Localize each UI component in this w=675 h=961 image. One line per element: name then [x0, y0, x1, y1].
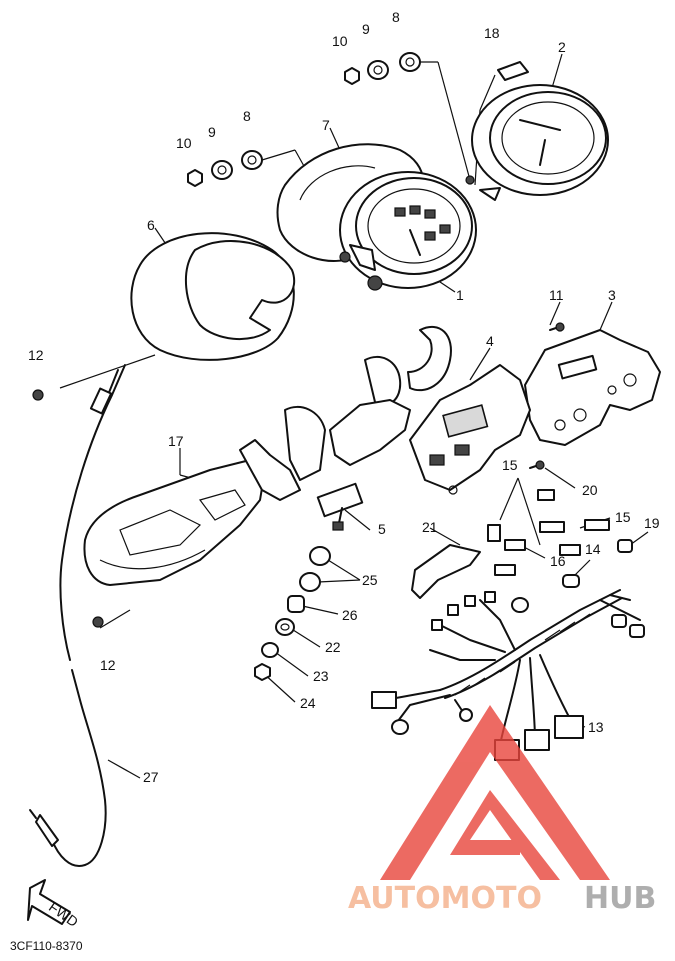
callout-18: 18	[484, 25, 500, 41]
small-parts-rubbers	[254, 546, 331, 681]
callout-15-left: 15	[502, 457, 518, 473]
callout-20: 20	[582, 482, 598, 498]
callout-9-lower: 9	[208, 124, 216, 140]
watermark-triangle-icon	[380, 705, 610, 880]
small-parts-bulbs	[487, 460, 633, 588]
callout-25: 25	[362, 572, 378, 588]
callout-10-upper: 10	[332, 33, 348, 49]
callout-15-right: 15	[615, 509, 631, 525]
watermark-text-auto: AUTOMOTO	[348, 881, 542, 916]
callout-27: 27	[143, 769, 159, 785]
callout-11: 11	[549, 287, 564, 303]
callout-2: 2	[558, 39, 566, 55]
callout-9-upper: 9	[362, 21, 370, 37]
callout-8-lower: 8	[243, 108, 251, 124]
callout-16: 16	[550, 553, 566, 569]
part-cover-6	[130, 232, 296, 361]
watermark-triangle-inner-icon	[450, 790, 560, 880]
callout-6: 6	[147, 217, 155, 233]
callout-21: 21	[422, 519, 438, 535]
part-clip-18	[497, 61, 529, 81]
part-bracket-3	[524, 329, 661, 446]
callout-22: 22	[325, 639, 341, 655]
callout-3: 3	[608, 287, 616, 303]
callout-1: 1	[456, 287, 464, 303]
part-screws-12	[32, 389, 104, 628]
part-tachometer-2	[465, 84, 609, 201]
callout-19: 19	[644, 515, 660, 531]
watermark-text-hub: HUB	[584, 881, 656, 916]
part-screw-11	[549, 322, 565, 332]
callout-24: 24	[300, 695, 316, 711]
fwd-direction-arrow: FWD	[27, 879, 81, 930]
callout-4: 4	[486, 333, 494, 349]
fwd-label: FWD	[46, 899, 81, 930]
part-cable-27	[29, 364, 126, 867]
part-housing-17	[83, 399, 411, 586]
callout-5: 5	[378, 521, 386, 537]
part-speedometer-1	[339, 171, 477, 291]
washers-lower	[187, 150, 263, 187]
callout-12-upper: 12	[28, 347, 44, 363]
callout-14: 14	[585, 541, 601, 557]
washers-upper	[344, 52, 421, 85]
part-bracket-21	[411, 544, 481, 599]
part-code-label: 3CF110-8370	[10, 939, 83, 953]
callout-7: 7	[322, 117, 330, 133]
part-bracket-4	[364, 325, 531, 495]
part-bolt-5	[316, 482, 364, 531]
callout-8-upper: 8	[392, 9, 400, 25]
watermark-logo: AUTOMOTO HUB	[348, 705, 656, 916]
callout-17: 17	[168, 433, 184, 449]
callout-labels: 1 2 3 4 5 6 7 8 8 9 9 10 10 11 12 12 13 …	[28, 9, 660, 785]
callout-26: 26	[342, 607, 358, 623]
callout-23: 23	[313, 668, 329, 684]
callout-10-lower: 10	[176, 135, 192, 151]
callout-13: 13	[588, 719, 604, 735]
callout-12-lower: 12	[100, 657, 116, 673]
